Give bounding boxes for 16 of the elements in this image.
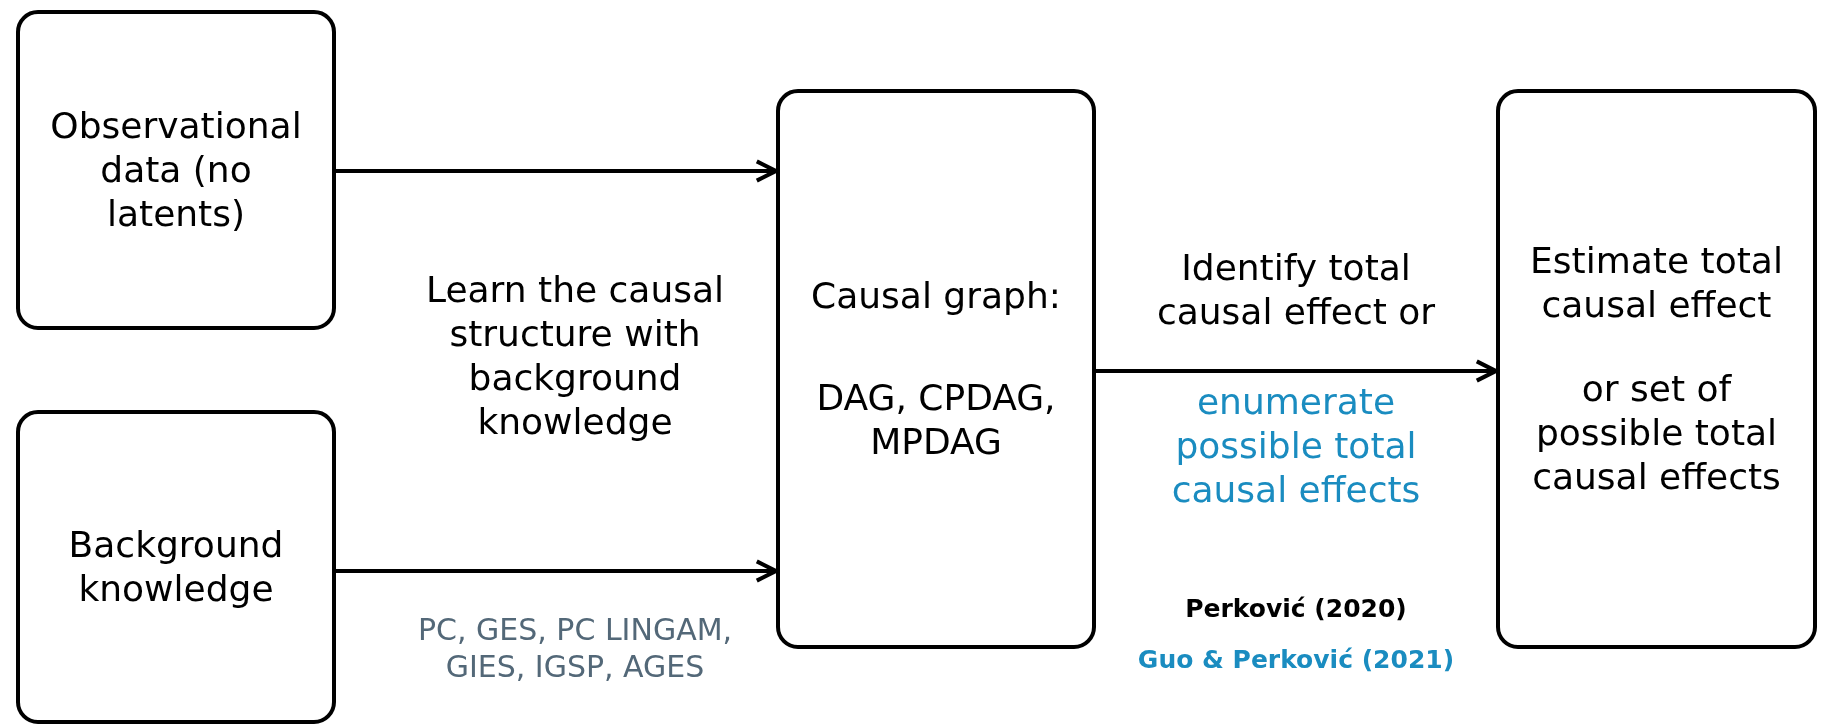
node-text: Causal graph:: [811, 274, 1061, 319]
node-text: Background knowledge: [67, 523, 285, 611]
annotation-text: enumerate possible total causal effects: [1170, 380, 1422, 512]
rounded-box: [776, 89, 1096, 649]
annotation-text: PC, GES, PC LINGAM, GIES, IGSP, AGES: [416, 612, 734, 686]
rounded-box: [16, 10, 336, 330]
annotation-text: Learn the causal structure with background knowledge: [424, 268, 726, 444]
citation: Guo & Perković (2021): [1136, 645, 1456, 676]
rounded-box: [1496, 89, 1817, 649]
node-text: Estimate total causal effect: [1529, 239, 1784, 328]
rounded-box: [16, 410, 336, 724]
node-text: DAG, CPDAG, MPDAG: [815, 376, 1057, 464]
citation: Perković (2020): [1184, 594, 1408, 625]
node-text: Observational data (no latents): [49, 104, 303, 236]
edge-label: Identify total causal effect or: [1155, 246, 1437, 334]
node-text: or set of possible total causal effects: [1531, 367, 1782, 499]
